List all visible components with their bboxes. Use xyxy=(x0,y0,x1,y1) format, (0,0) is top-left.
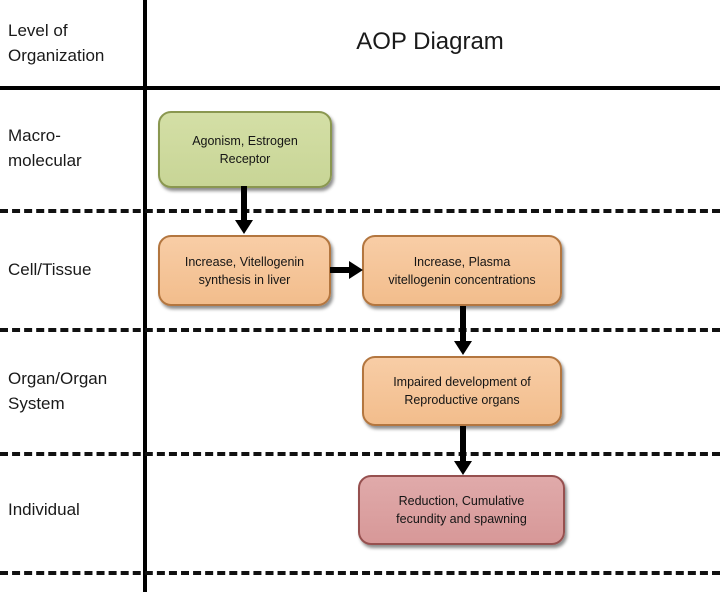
node-plasma-vitellogenin-line2: vitellogenin concentrations xyxy=(388,272,536,287)
column-divider-line xyxy=(143,0,147,592)
node-impaired-reproductive-organs-text: Impaired development of Reproductive org… xyxy=(372,373,552,409)
node-molecular-initiating-event-line1: Agonism, Estrogen xyxy=(192,133,298,148)
arrow-shaft xyxy=(241,186,247,222)
arrow-shaft xyxy=(330,267,352,273)
row-label-cell-tissue: Cell/Tissue xyxy=(8,257,142,282)
node-vitellogenin-synthesis-text: Increase, Vitellogenin synthesis in live… xyxy=(168,253,321,289)
arrow-head xyxy=(454,341,472,355)
row-label-organ-organ-system-line1: Organ/Organ xyxy=(8,369,108,388)
row-label-individual: Individual xyxy=(8,497,142,522)
row-label-organ-organ-system: Organ/Organ System xyxy=(8,366,142,416)
row-label-macromolecular-line2: molecular xyxy=(8,151,82,170)
node-reduced-fecundity-line1: Reduction, Cumulative xyxy=(398,494,525,508)
row-label-macromolecular: Macro- molecular xyxy=(8,123,142,173)
node-vitellogenin-synthesis[interactable]: Increase, Vitellogenin synthesis in live… xyxy=(158,235,331,306)
node-plasma-vitellogenin[interactable]: Increase, Plasma vitellogenin concentrat… xyxy=(362,235,562,306)
node-plasma-vitellogenin-text: Increase, Plasma vitellogenin concentrat… xyxy=(372,253,552,289)
row-divider-individual-bottom xyxy=(0,571,720,575)
level-of-organization-header-line2: Organization xyxy=(8,46,105,65)
node-molecular-initiating-event[interactable]: Agonism, Estrogen Receptor xyxy=(158,111,332,188)
node-molecular-initiating-event-text: Agonism, Estrogen Receptor xyxy=(168,132,322,168)
row-label-macromolecular-line1: Macro- xyxy=(8,126,61,145)
node-vitellogenin-synthesis-line2: synthesis in liver xyxy=(198,272,291,287)
page-title: AOP Diagram xyxy=(356,28,504,55)
row-divider-organ-individual xyxy=(0,452,720,456)
node-reduced-fecundity-line2: fecundity and spawning xyxy=(396,512,527,526)
node-molecular-initiating-event-line2: Receptor xyxy=(219,151,271,166)
row-divider-macromolecular-cell xyxy=(0,209,720,213)
arrow-shaft xyxy=(460,306,466,343)
node-plasma-vitellogenin-line1: Increase, Plasma xyxy=(413,254,511,269)
node-impaired-reproductive-organs-line2: Reproductive organs xyxy=(404,393,520,407)
level-of-organization-header: Level of Organization xyxy=(8,18,140,68)
node-impaired-reproductive-organs[interactable]: Impaired development of Reproductive org… xyxy=(362,356,562,426)
node-reduced-fecundity-text: Reduction, Cumulative fecundity and spaw… xyxy=(368,492,555,528)
node-reduced-fecundity[interactable]: Reduction, Cumulative fecundity and spaw… xyxy=(358,475,565,545)
node-impaired-reproductive-organs-line1: Impaired development of xyxy=(393,375,531,389)
arrow-shaft xyxy=(460,426,466,463)
row-label-cell-tissue-line1: Cell/Tissue xyxy=(8,260,92,279)
row-divider-cell-organ xyxy=(0,328,720,332)
node-vitellogenin-synthesis-line1: Increase, Vitellogenin xyxy=(184,254,305,269)
row-label-individual-line1: Individual xyxy=(8,500,80,519)
level-of-organization-header-line1: Level of xyxy=(8,21,68,40)
arrow-head xyxy=(454,461,472,475)
row-label-organ-organ-system-line2: System xyxy=(8,394,65,413)
arrow-head xyxy=(349,261,363,279)
arrow-head xyxy=(235,220,253,234)
header-separator-line xyxy=(0,86,720,90)
